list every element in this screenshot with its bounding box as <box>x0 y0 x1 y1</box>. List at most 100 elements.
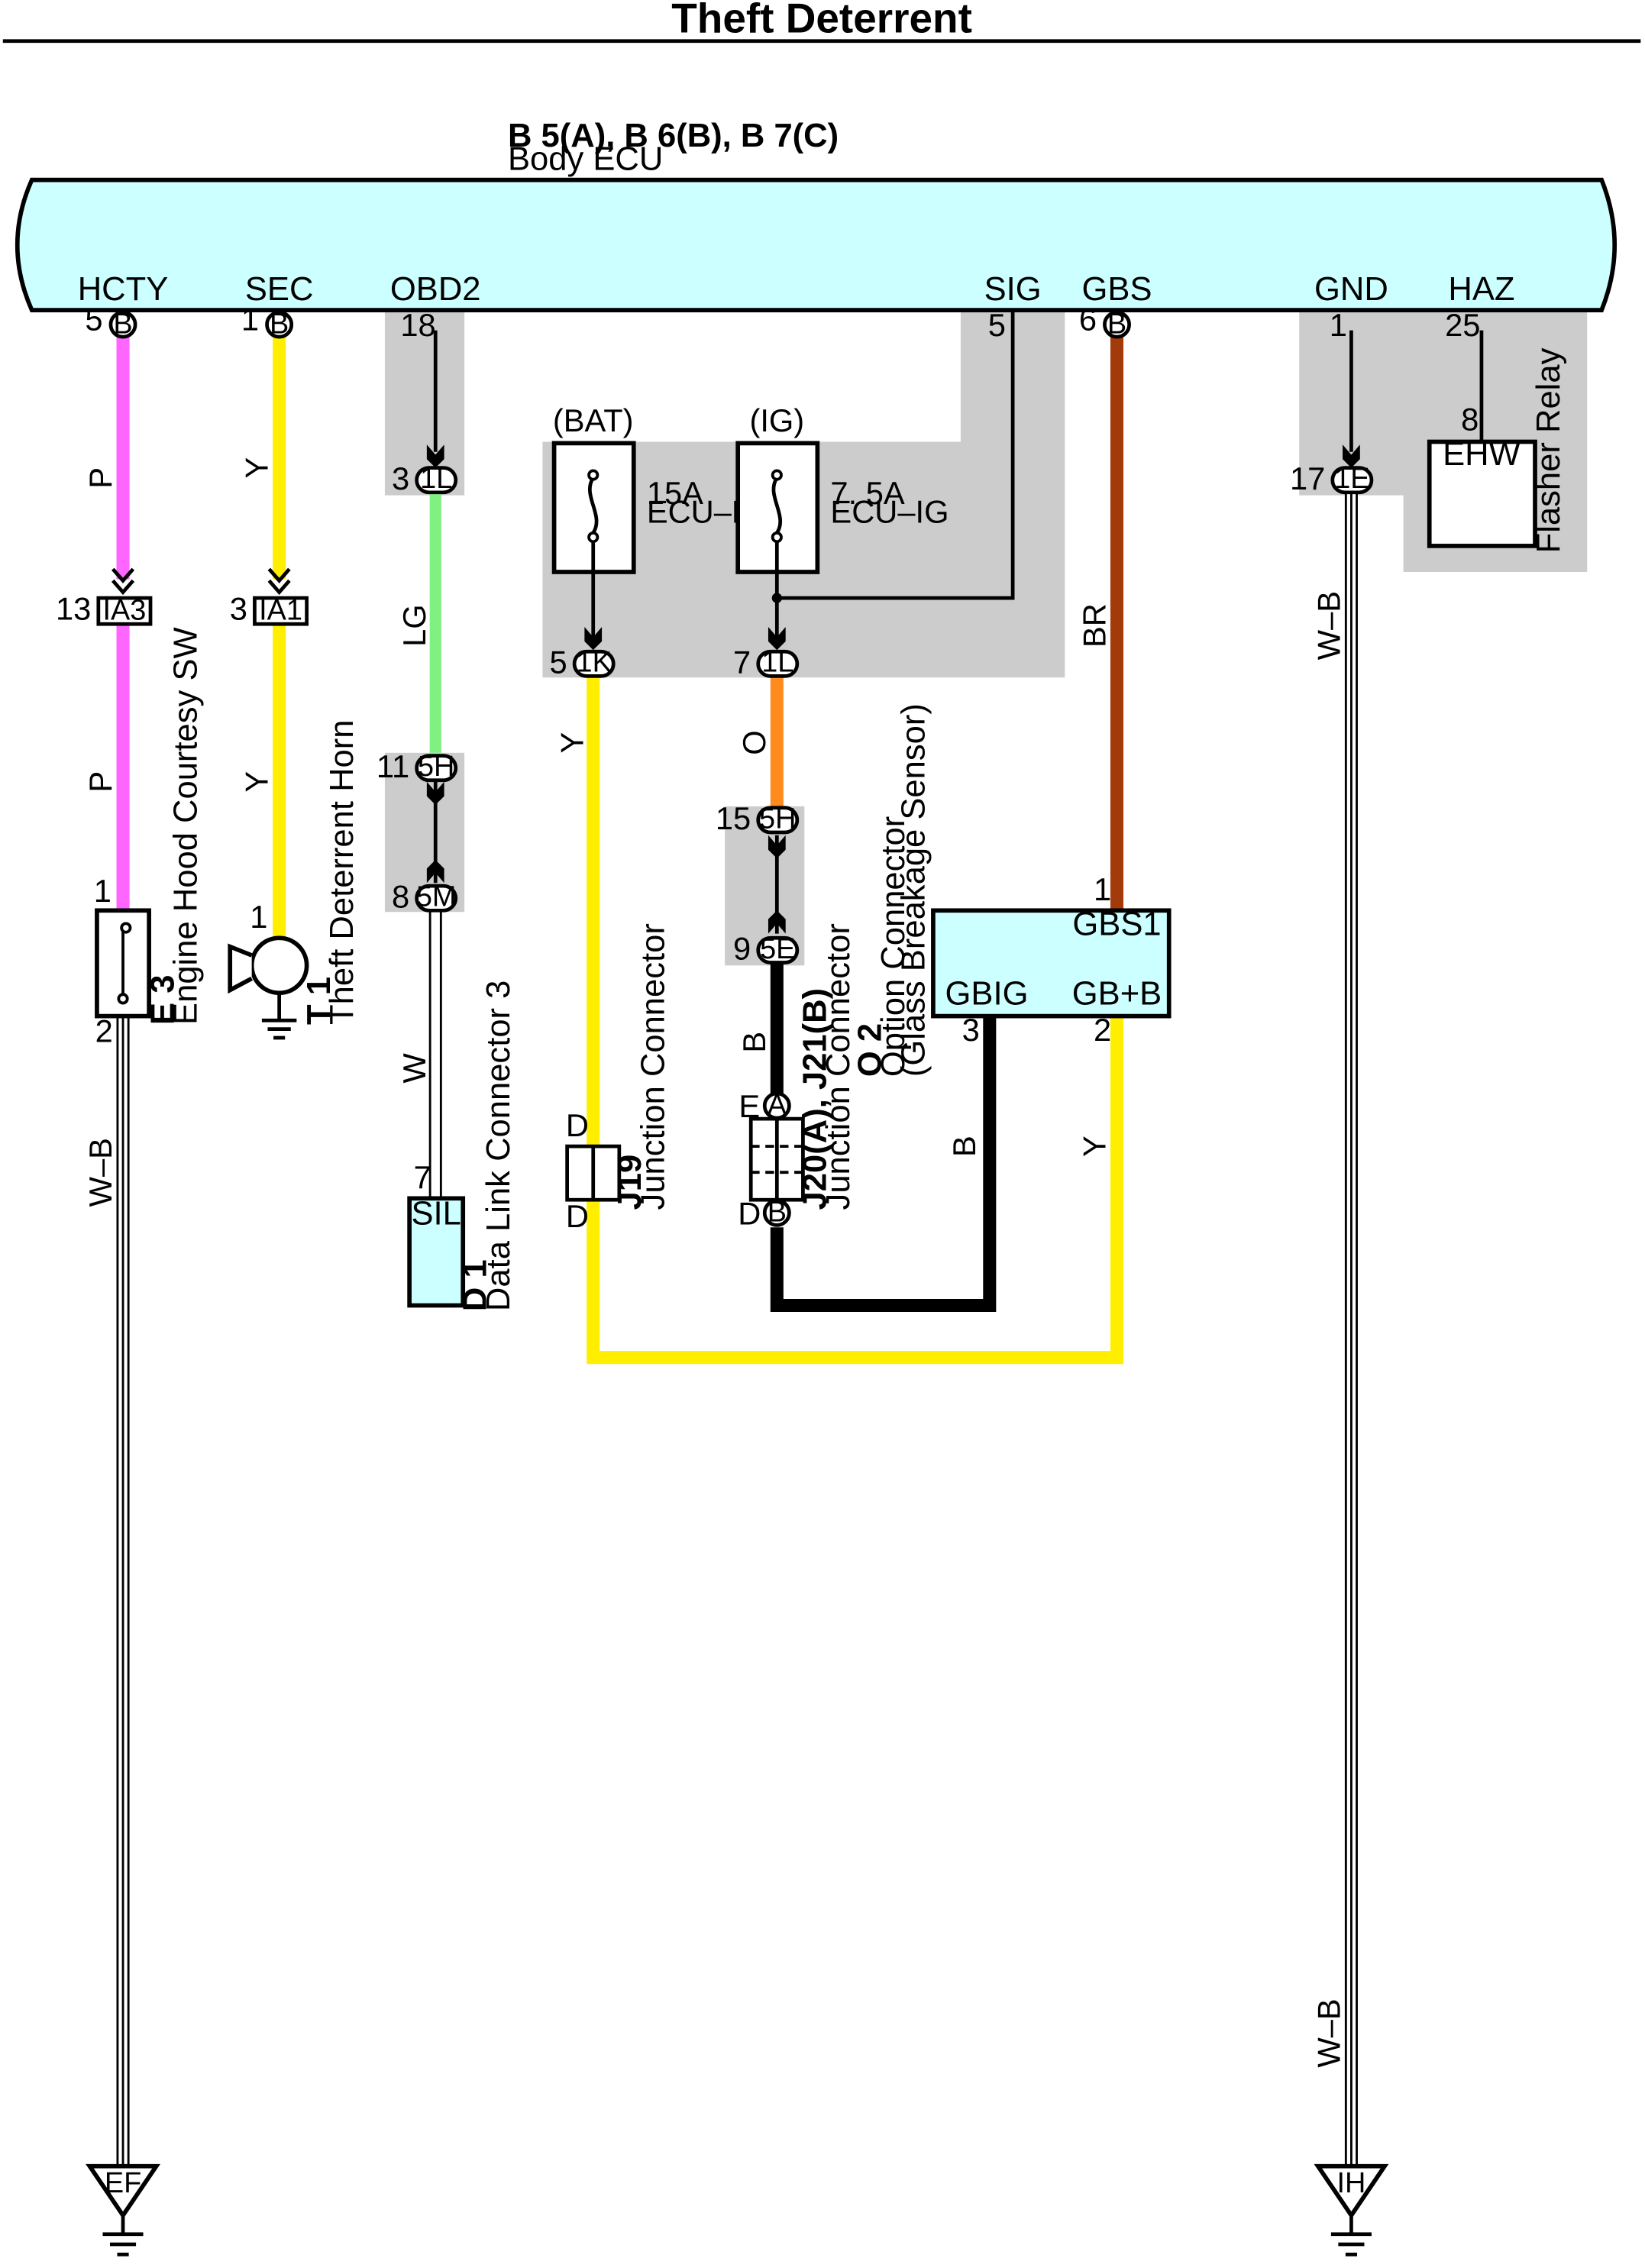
terminal-gbs: GBS <box>1082 271 1152 308</box>
pin-o2-gbb: 2 <box>1094 1012 1111 1048</box>
conn-b-hcty: B <box>108 308 137 340</box>
terminal-gnd: GND <box>1314 271 1388 308</box>
pin-5h-mid: 15 <box>716 800 751 836</box>
o2-id: O 2 <box>852 1023 889 1077</box>
conn-5h-mid: 5H <box>756 803 800 835</box>
pin-sig: 5 <box>988 307 1006 343</box>
wire-label-wb-left: W–B <box>82 1138 118 1207</box>
j19-pin-top: D <box>566 1107 589 1143</box>
wire-label-o: O <box>736 730 772 754</box>
svg-text:IA3: IA3 <box>102 595 146 627</box>
conn-ia1: IA1 <box>253 595 309 627</box>
wire-label-y-4: Y <box>1076 1136 1112 1157</box>
pin-ia1: 3 <box>230 591 247 627</box>
arrow-1l-obd <box>426 444 444 468</box>
svg-text:EF: EF <box>105 2167 141 2199</box>
conn-5e: 5E <box>756 933 800 965</box>
wire-label-br: BR <box>1076 603 1112 648</box>
ecu-id: B 5(A), B 6(B), B 7(C) <box>508 118 839 154</box>
svg-text:B: B <box>270 308 289 340</box>
pin-t1-top: 1 <box>250 899 267 935</box>
pin-ig-1l: 7 <box>733 645 751 680</box>
svg-text:B: B <box>1107 308 1126 340</box>
fuse-ig-source: (IG) <box>749 402 804 438</box>
wire-label-p-1: P <box>82 467 118 489</box>
svg-text:5M: 5M <box>416 881 457 913</box>
terminal-sig: SIG <box>984 271 1042 308</box>
wire-label-w: W <box>396 1052 432 1083</box>
wire-label-lg: LG <box>396 604 432 647</box>
conn-1k: 1K <box>572 647 616 679</box>
wire-label-wb-right-1: W–B <box>1311 591 1346 660</box>
pin-haz: 25 <box>1445 307 1480 343</box>
o2-name-2: (Glass Breakage Sensor) <box>896 703 932 1077</box>
terminal-sec: SEC <box>245 271 314 308</box>
pin-obd-1l: 3 <box>392 460 409 496</box>
svg-text:5H: 5H <box>759 803 796 835</box>
flasher-relay-box <box>1427 439 1537 548</box>
d1-box <box>407 1196 466 1308</box>
e3-switch-dot-bot <box>117 993 129 1005</box>
t1-id: T 1 <box>301 977 338 1025</box>
pin-ia3: 13 <box>56 591 91 627</box>
pin-e3-bot: 2 <box>95 1013 113 1049</box>
j20-pin-top: E <box>738 1088 760 1124</box>
svg-text:1E: 1E <box>1334 463 1369 495</box>
page-title: Theft Deterrent <box>671 0 972 41</box>
flasher-relay-terminal: EHW <box>1443 436 1521 473</box>
pin-gbs: 6 <box>1079 302 1097 338</box>
svg-text:B: B <box>113 308 132 340</box>
e3-switch-dot-top <box>120 922 132 934</box>
svg-text:1K: 1K <box>577 647 612 679</box>
arrow-1e <box>1343 444 1360 468</box>
svg-text:5H: 5H <box>418 751 454 783</box>
fuse-ig-name: ECU–IG <box>830 494 949 530</box>
terminal-hcty: HCTY <box>78 271 169 308</box>
pin-5m: 8 <box>392 879 409 915</box>
svg-text:IA1: IA1 <box>259 595 302 627</box>
arrow-1k <box>584 626 603 651</box>
conn-1l-obd: 1L <box>415 463 458 495</box>
svg-text:5E: 5E <box>760 933 795 965</box>
conn-ia3: IA3 <box>96 595 153 627</box>
svg-text:IH: IH <box>1336 2167 1365 2199</box>
flasher-relay-name: Flasher Relay <box>1530 347 1567 553</box>
wire-b-thick-2 <box>770 1017 997 1313</box>
junction-dot-sig <box>771 593 782 603</box>
fuse-ig-rating: 7. 5A <box>830 475 904 511</box>
pin-haz-relay: 8 <box>1461 401 1479 437</box>
ground-ih: IH <box>1314 2163 1389 2257</box>
j20-name: Junction Connector <box>820 923 857 1210</box>
arrow-ia1 <box>267 567 291 596</box>
pin-o2-gbs1: 1 <box>1094 871 1111 907</box>
d1-id: D 1 <box>457 1259 494 1311</box>
svg-text:B: B <box>768 1197 787 1229</box>
wire-label-b-1: B <box>736 1032 772 1053</box>
arrow-5h-down <box>426 781 444 806</box>
conn-5m: 5M <box>415 881 458 913</box>
e3-name: Engine Hood Courtesy SW <box>168 627 205 1025</box>
o2-name: Option Connector <box>875 816 912 1077</box>
fuse-ig-dot-bot <box>771 531 783 544</box>
fuse-bat-rating: 15A <box>647 475 703 511</box>
d1-name: Data Link Connector 3 <box>480 981 517 1311</box>
fuse-ig-dot-top <box>771 469 783 481</box>
pin-obd2: 18 <box>400 307 435 343</box>
pin-5e: 9 <box>733 931 751 967</box>
svg-text:1L: 1L <box>761 647 793 679</box>
j19-id: J19 <box>612 1155 648 1210</box>
horn-bell <box>228 943 253 994</box>
ground-ef: EF <box>86 2163 160 2257</box>
pin-gnd: 1 <box>1330 307 1347 343</box>
conn-b-gbs: B <box>1103 308 1131 340</box>
conn-b-sec: B <box>265 308 294 340</box>
terminal-haz: HAZ <box>1448 271 1514 308</box>
body-ecu-box <box>15 177 1618 312</box>
wire-label-wb-right-2: W–B <box>1311 1998 1346 2067</box>
fuse-bat-name: ECU–B <box>647 494 753 530</box>
pin-hcty: 5 <box>85 302 102 338</box>
pin-5h-top: 11 <box>377 748 409 784</box>
o2-box <box>931 908 1172 1019</box>
o2-terminal-gbb: GB+B <box>1072 975 1162 1012</box>
